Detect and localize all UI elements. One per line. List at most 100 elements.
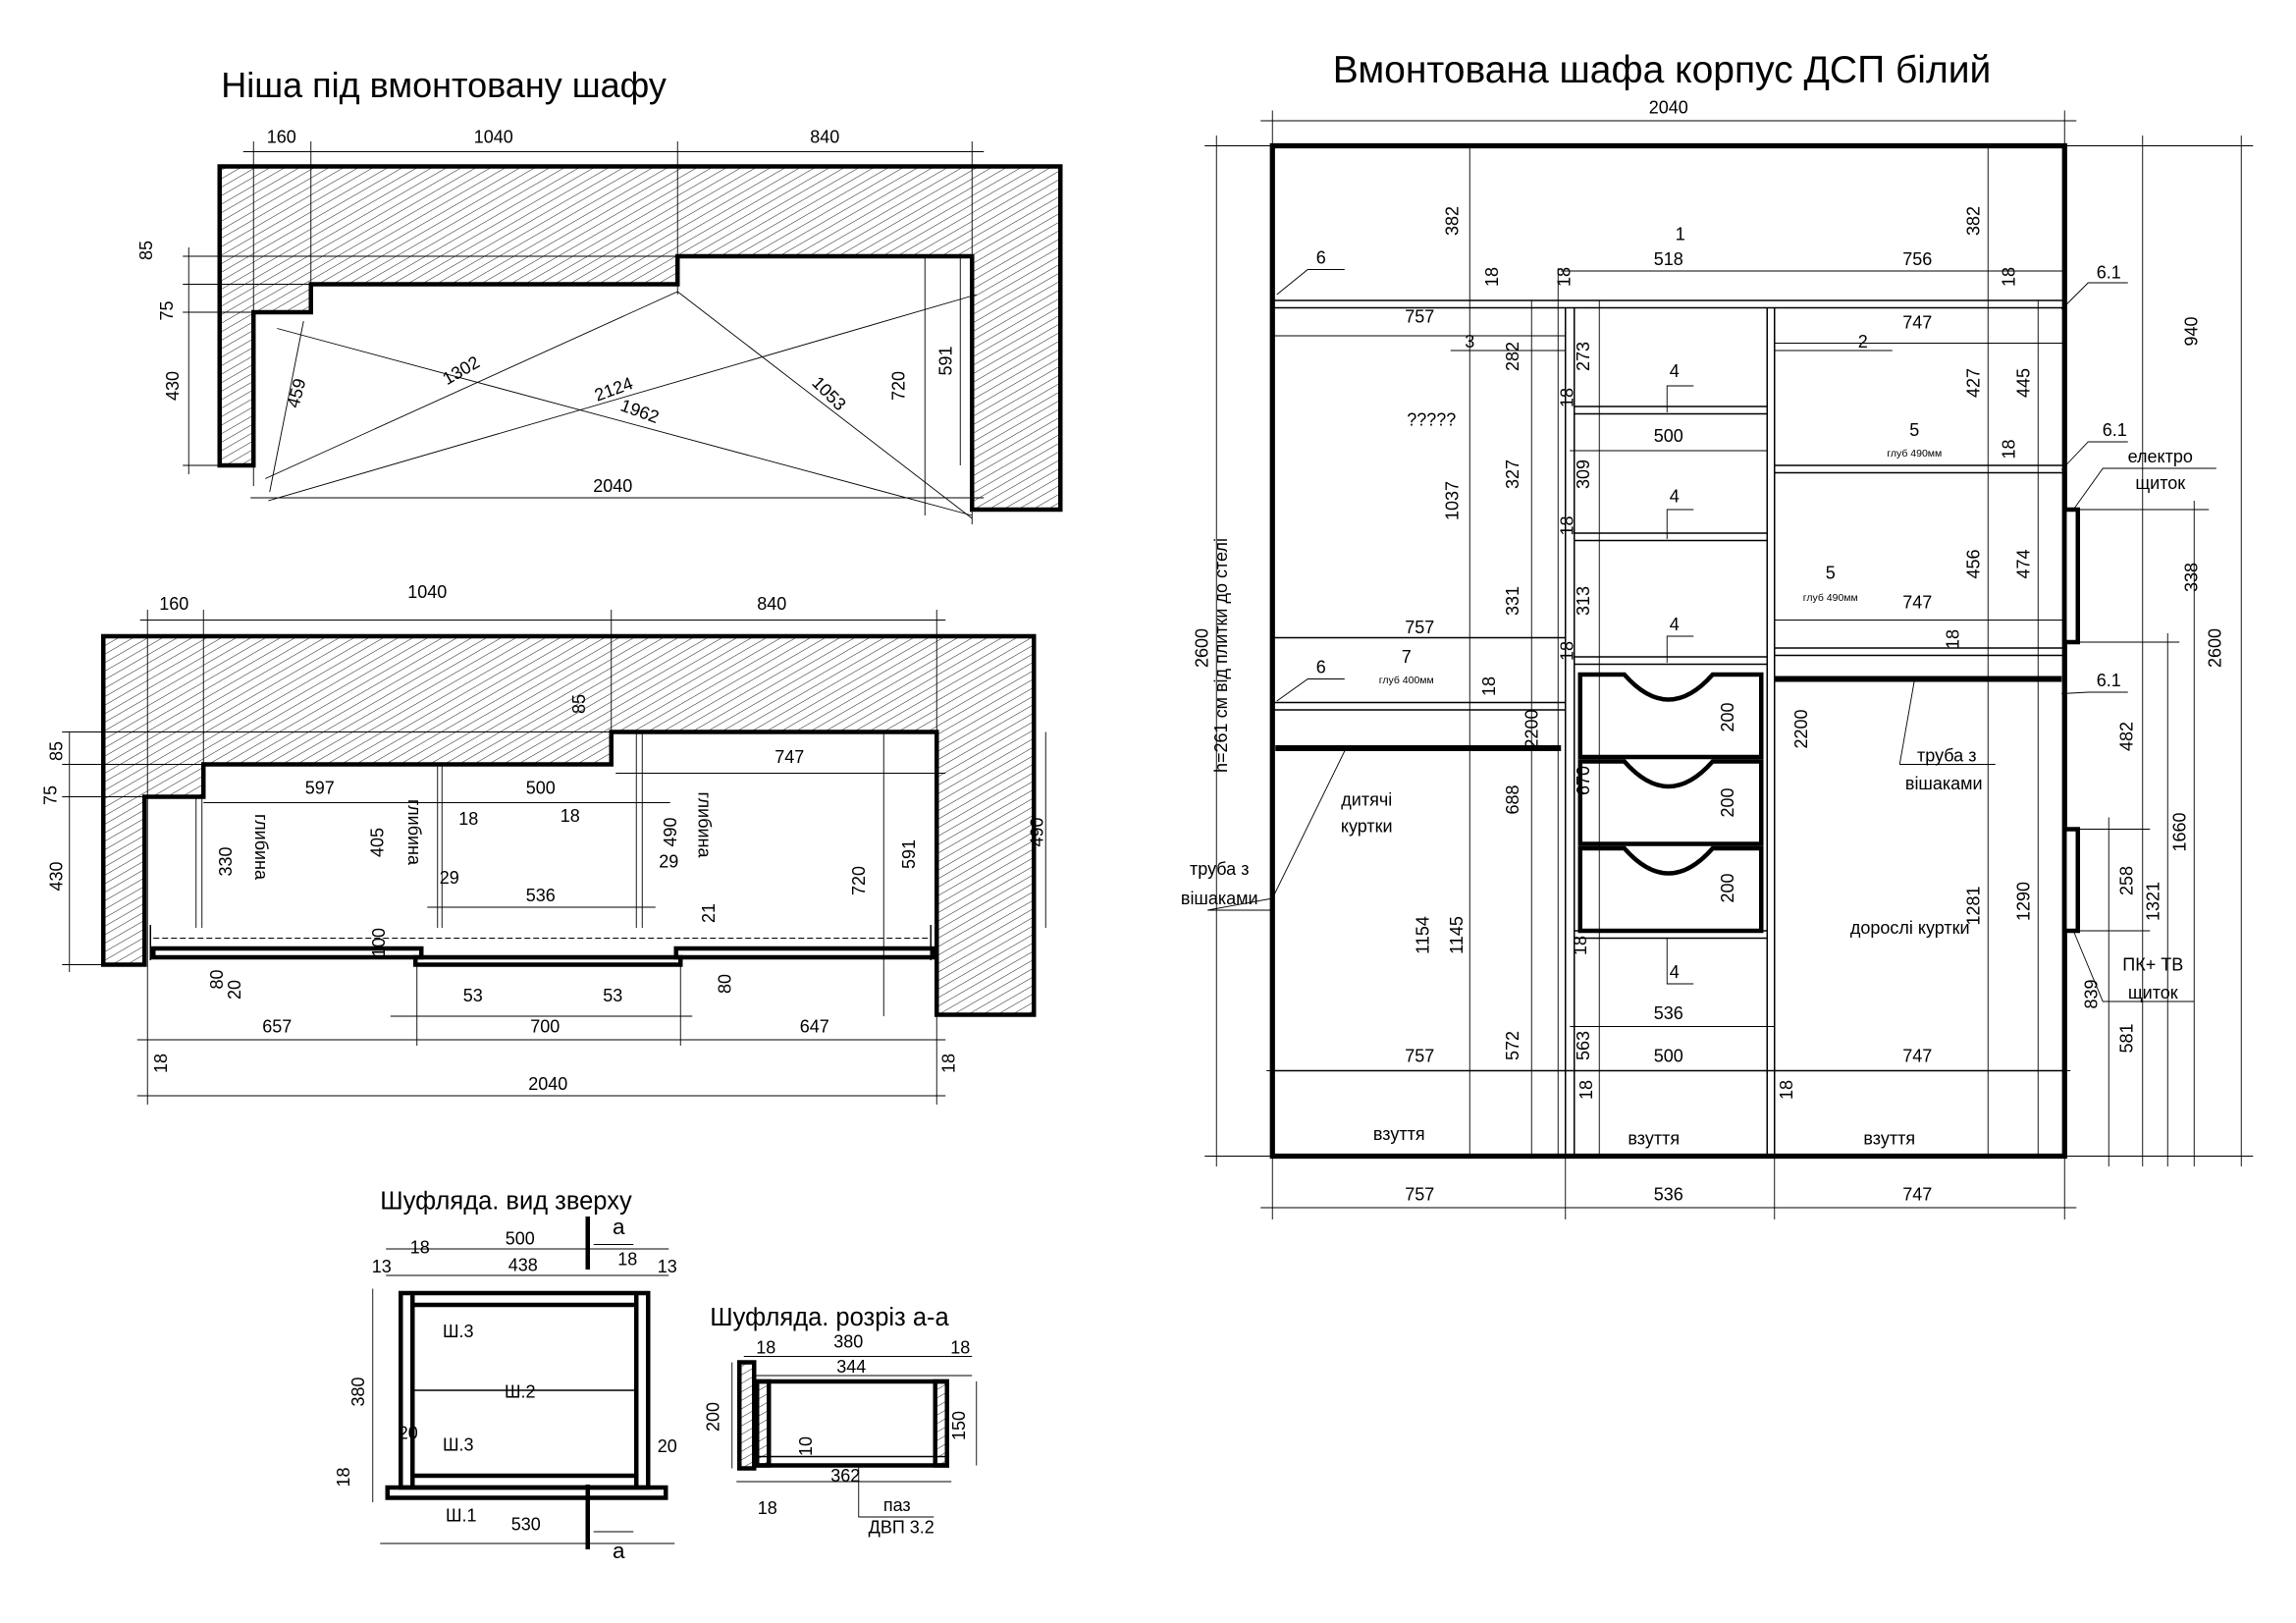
dimension-label: 160 [267, 128, 296, 147]
dimension-label: 2040 [593, 476, 632, 496]
dimension-label: 75 [40, 785, 60, 805]
dimension-label: 273 [1574, 342, 1593, 371]
niche-section-dimensions [62, 610, 1046, 1105]
dimension-label: 536 [1654, 1185, 1683, 1205]
dimension-label: 18 [950, 1338, 970, 1358]
dimension-label: 405 [367, 828, 387, 857]
dimension-label: взуття [1628, 1129, 1680, 1149]
dimension-label: 18 [938, 1054, 958, 1073]
dimension-label: 85 [569, 694, 589, 714]
dimension-label: 6 [1316, 658, 1326, 677]
dimension-label: 1281 [1963, 886, 1983, 925]
leader-lines [1207, 269, 2216, 1002]
dimension-label: 200 [1718, 873, 1737, 902]
dimension-label: 200 [1718, 787, 1737, 817]
dimension-label: 756 [1902, 249, 1932, 269]
dimension-label: 13 [658, 1257, 677, 1276]
wardrobe-dimensions [1204, 110, 2254, 1219]
dimension-label: 18 [1554, 267, 1574, 287]
dimension-label: 4 [1670, 361, 1680, 381]
dimension-label: 6.1 [2097, 671, 2121, 690]
dimension-label: 563 [1574, 1031, 1593, 1060]
dimension-label: Ш.3 [443, 1322, 474, 1341]
dimension-label: взуття [1373, 1124, 1425, 1144]
dimension-label: труба з [1917, 746, 1976, 766]
dimension-label: 18 [1557, 641, 1576, 661]
dimension-label: Ш.3 [443, 1435, 474, 1455]
dimension-label: 4 [1670, 487, 1680, 507]
drawer[interactable] [1577, 672, 1764, 760]
wardrobe-elevation: Вмонтована шафа корпус ДСП білий [1204, 49, 2254, 1219]
dimension-label: 20 [658, 1436, 677, 1456]
dimension-label: 536 [526, 886, 556, 905]
niche-section-drawing [62, 610, 1046, 1105]
dimension-label: 700 [530, 1017, 560, 1037]
dimension-label: 4 [1670, 962, 1680, 982]
dimension-label: 18 [758, 1498, 777, 1518]
drawer-front [385, 1485, 668, 1500]
dimension-label: електро [2128, 447, 2193, 466]
dimension-label: 536 [1654, 1003, 1683, 1023]
dimension-label: 18 [1943, 629, 1962, 649]
dimension-label: 597 [305, 779, 335, 798]
dimension-label: 29 [440, 868, 459, 888]
dimension-label: 459 [283, 376, 309, 409]
dimension-label: 2040 [1649, 98, 1688, 118]
dimension-label: 100 [369, 928, 389, 957]
dimension-label: 382 [1963, 206, 1983, 236]
dimension-label: 720 [888, 371, 908, 401]
dimension-label: 591 [899, 839, 919, 869]
dimension-label: 327 [1503, 460, 1522, 489]
dimension-label: 1290 [2013, 882, 2033, 921]
electrical-panel [2062, 507, 2080, 645]
dimension-label: 1040 [407, 582, 447, 602]
dimension-label: 747 [1902, 1047, 1932, 1066]
drawer[interactable] [1577, 845, 1764, 934]
dimension-label: 1962 [618, 396, 662, 427]
drawer[interactable] [1577, 759, 1764, 846]
dimension-label: 18 [151, 1054, 171, 1073]
dimension-label: 500 [1654, 1047, 1683, 1066]
dimension-label: 591 [935, 346, 955, 375]
dimension-label: 313 [1574, 586, 1593, 616]
dimension-label: 757 [1405, 1047, 1434, 1066]
sliding-doors [150, 946, 934, 967]
dimension-label: 430 [163, 371, 183, 401]
dimension-label: 344 [836, 1357, 866, 1377]
dimension-label: 490 [661, 817, 680, 846]
dimension-label: 160 [159, 594, 188, 614]
dimension-label: 18 [1777, 1080, 1796, 1100]
dimension-label: 85 [46, 741, 66, 761]
drawer-top-view: Шуфляда. вид зверху [372, 1188, 675, 1549]
dimension-label: дитячі [1341, 790, 1392, 810]
dimension-label: 18 [458, 809, 478, 829]
dimension-label: взуття [1863, 1129, 1915, 1149]
dimension-label: 18 [334, 1467, 353, 1487]
dimension-label: 438 [508, 1256, 538, 1275]
dimension-label: 20 [399, 1424, 418, 1443]
dimension-label: 757 [1405, 1185, 1434, 1205]
dimension-label: 427 [1963, 368, 1983, 398]
dimension-label: 2040 [528, 1074, 567, 1094]
dimension-label: 80 [207, 969, 227, 989]
dimension-label: 330 [216, 846, 236, 876]
dimension-label: 75 [157, 300, 177, 320]
wardrobe-panels [149, 731, 932, 960]
dimension-label: 150 [949, 1411, 969, 1440]
drawers [1577, 672, 1764, 934]
wardrobe-title: Вмонтована шафа корпус ДСП білий [1333, 49, 1992, 91]
dimension-label: 18 [1576, 1080, 1596, 1100]
dimension-label: глибина [404, 799, 424, 866]
dimension-label: 430 [46, 861, 66, 891]
dimension-label: 2600 [2205, 628, 2224, 668]
dimension-label: 18 [1482, 267, 1502, 287]
dimension-label: ДВП 3.2 [869, 1518, 934, 1538]
dimension-label: глибина [694, 791, 714, 858]
dimension-label: 282 [1503, 342, 1522, 371]
dimension-label: 1 [1676, 225, 1685, 244]
dimension-label: 21 [699, 903, 719, 923]
